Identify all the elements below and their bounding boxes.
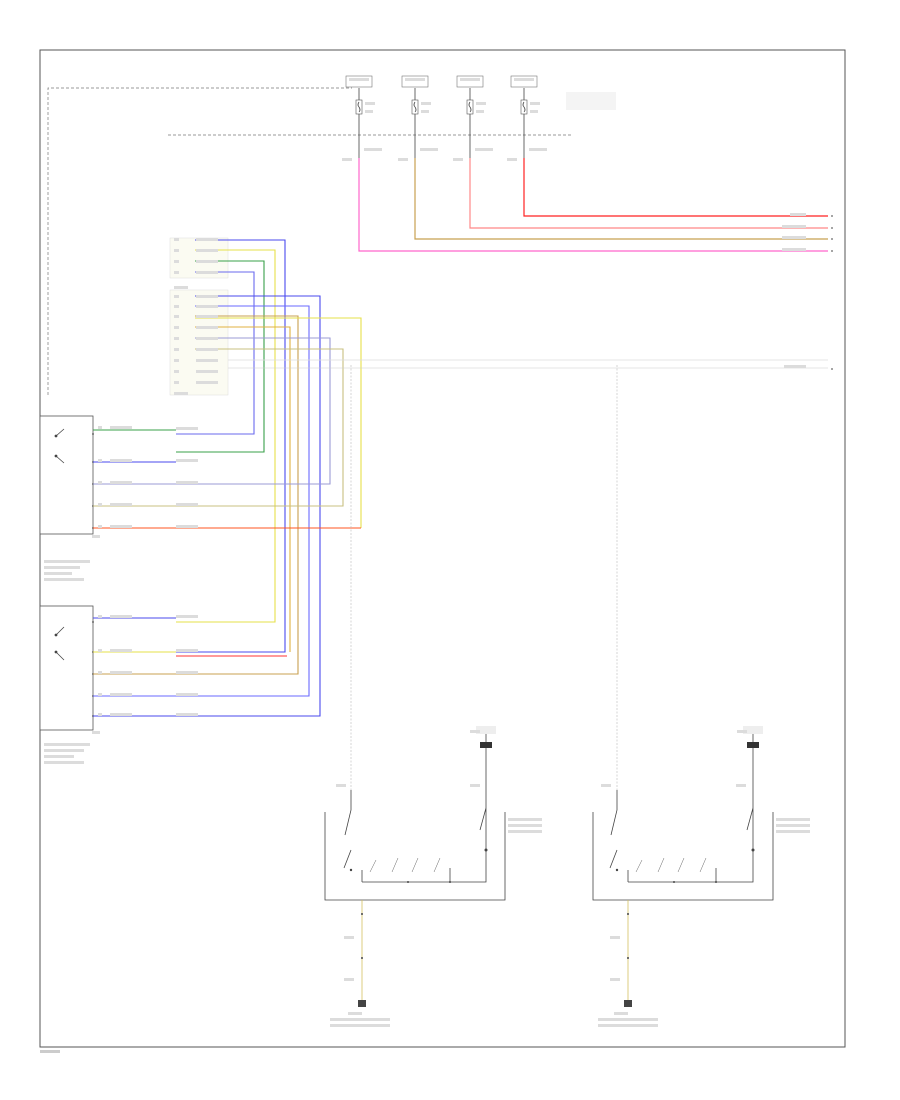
pin-labels-a <box>174 238 218 274</box>
switch-icon <box>54 428 65 464</box>
fuse-icon <box>345 75 373 135</box>
fuse-icon <box>510 75 538 135</box>
feed-terminals <box>831 215 833 370</box>
fuse-icon <box>456 75 484 135</box>
motor-icon <box>592 730 810 1027</box>
harness-wires <box>176 239 362 717</box>
page-footer-mark <box>40 1050 60 1053</box>
switch-icon <box>54 626 65 661</box>
wire-tan-feed <box>414 158 828 240</box>
signal-wires <box>228 359 828 790</box>
power-feed-wires <box>358 158 828 252</box>
wire-ltpink-feed <box>469 158 828 229</box>
pin-labels-b <box>174 286 218 395</box>
ground-icon <box>476 726 496 808</box>
switch-module-upper <box>39 415 198 581</box>
fuse-labels <box>342 78 806 251</box>
switch-module-lower <box>39 605 198 764</box>
ground-icon <box>743 726 763 808</box>
diagram-border <box>39 49 846 1048</box>
fuse-icon <box>401 75 429 135</box>
fuse-box-outline <box>47 87 352 395</box>
wire-pink-feed <box>358 158 828 252</box>
fuse-group <box>345 75 616 158</box>
wire-red-feed <box>523 158 828 217</box>
motor-icon <box>324 730 542 1027</box>
